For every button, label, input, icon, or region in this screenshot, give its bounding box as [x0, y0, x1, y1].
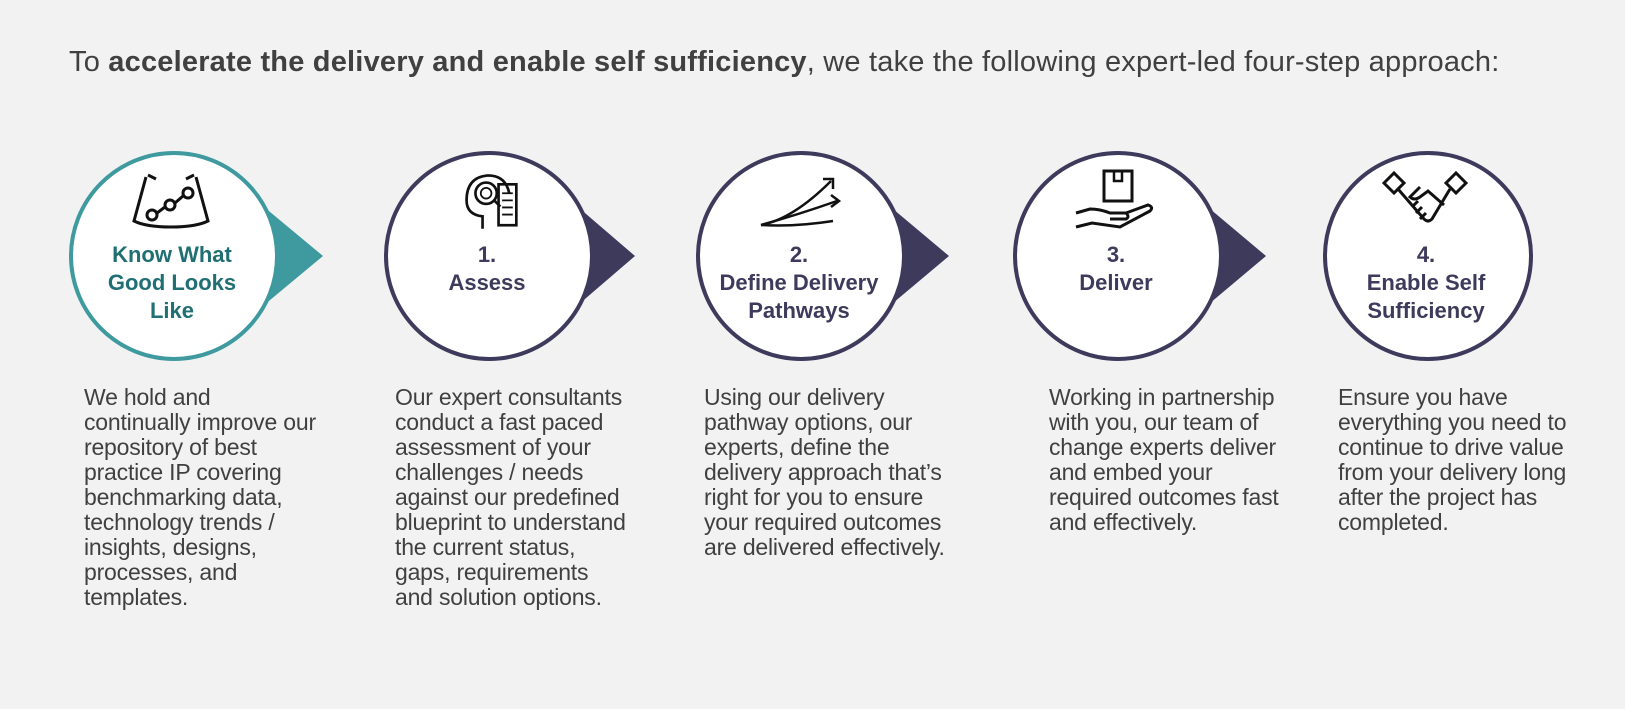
- intro-prefix: To: [69, 46, 109, 78]
- step-number: 1.: [477, 242, 497, 267]
- step-title: 3. Deliver: [1012, 241, 1220, 297]
- diverging-arrows-icon: [760, 177, 842, 227]
- step-know-what-good: Know What Good Looks Like: [68, 149, 328, 364]
- step-description: Working in partnership with you, our tea…: [1049, 384, 1279, 535]
- head-gear-magnifier-icon: [465, 174, 518, 229]
- step-badge-shape: [1323, 151, 1533, 361]
- step-badge-shape: [1013, 151, 1266, 361]
- step-label: Enable Self Sufficiency: [1366, 270, 1486, 323]
- hand-with-box-icon: [1075, 169, 1154, 229]
- intro-heading: To accelerate the delivery and enable se…: [69, 44, 1559, 80]
- step-label: Define Delivery Pathways: [719, 270, 879, 323]
- intro-bold: accelerate the delivery and enable self …: [108, 46, 807, 78]
- step-title: 4. Enable Self Sufficiency: [1322, 241, 1530, 325]
- step-enable-self-sufficiency: 4. Enable Self Sufficiency: [1322, 149, 1582, 364]
- step-label: Assess: [448, 270, 526, 295]
- step-description: Ensure you have everything you need to c…: [1338, 384, 1567, 535]
- step-badge-shape: [696, 151, 949, 361]
- step-title: 1. Assess: [383, 241, 591, 297]
- step-number: 3.: [1106, 242, 1126, 267]
- intro-suffix: , we take the following expert-led four-…: [806, 46, 1500, 78]
- step-label: Deliver: [1079, 270, 1153, 295]
- handshake-icon: [1381, 170, 1469, 223]
- step-label: Know What Good Looks Like: [107, 242, 237, 323]
- step-badge-shape: [384, 151, 635, 361]
- step-number: 4.: [1416, 242, 1436, 267]
- step-description: Our expert consultants conduct a fast pa…: [395, 384, 626, 610]
- step-badge-shape: [69, 151, 323, 361]
- step-deliver: 3. Deliver: [1012, 149, 1272, 364]
- roadmap-icon: [132, 173, 210, 229]
- step-number: 2.: [789, 242, 809, 267]
- step-title: Know What Good Looks Like: [68, 241, 276, 325]
- step-description: We hold and continually improve our repo…: [84, 384, 316, 610]
- step-define-delivery-pathways: 2. Define Delivery Pathways: [695, 149, 955, 364]
- step-description: Using our delivery pathway options, our …: [704, 384, 945, 560]
- step-assess: 1. Assess: [383, 149, 643, 364]
- step-title: 2. Define Delivery Pathways: [695, 241, 903, 325]
